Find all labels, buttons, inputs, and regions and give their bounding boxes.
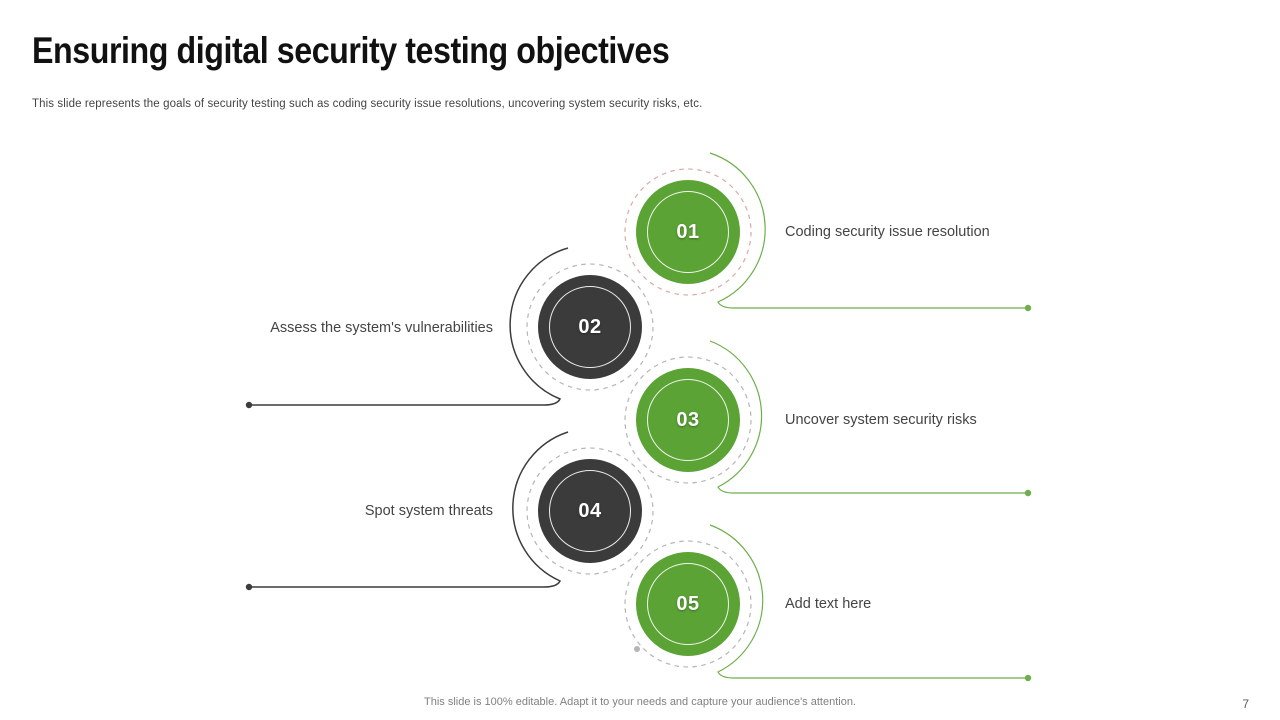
step-number-03: 03 xyxy=(676,408,700,431)
step-number-02: 02 xyxy=(578,315,602,338)
connector-04 xyxy=(249,431,569,588)
page-number: 7 xyxy=(1242,697,1249,711)
page-title: Ensuring digital security testing object… xyxy=(32,30,670,71)
step-label-04: Spot system threats xyxy=(364,503,493,519)
step-circle-03: 03 xyxy=(636,368,740,472)
connector-endpoint-02 xyxy=(245,401,253,409)
connector-endpoint-03 xyxy=(1024,489,1032,497)
connector-01 xyxy=(709,152,1028,309)
step-number-05: 05 xyxy=(676,592,700,615)
dashed-ring-03 xyxy=(624,356,752,484)
dashed-ring-05 xyxy=(624,540,752,668)
step-number-04: 04 xyxy=(578,499,602,522)
connector-endpoint-01 xyxy=(1024,304,1032,312)
step-label-03: Uncover system security risks xyxy=(785,412,977,428)
step-circle-05: 05 xyxy=(636,552,740,656)
step-circle-01: 01 xyxy=(636,180,740,284)
slide-subtitle: This slide represents the goals of secur… xyxy=(32,98,703,110)
dashed-ring-02 xyxy=(526,263,654,391)
connector-02 xyxy=(249,247,569,406)
connector-endpoint-04 xyxy=(245,583,253,591)
dashed-ring-01 xyxy=(624,168,752,296)
step-number-01: 01 xyxy=(676,220,700,243)
ring-start-dot-05 xyxy=(634,646,640,652)
connector-03 xyxy=(709,340,1028,494)
connector-05 xyxy=(709,524,1028,679)
dashed-ring-04 xyxy=(526,447,654,575)
footer-note: This slide is 100% editable. Adapt it to… xyxy=(424,696,856,708)
step-circle-02: 02 xyxy=(538,275,642,379)
step-label-02: Assess the system's vulnerabilities xyxy=(270,320,493,336)
step-label-05: Add text here xyxy=(785,596,872,612)
step-label-01: Coding security issue resolution xyxy=(785,224,990,240)
step-circle-04: 04 xyxy=(538,459,642,563)
connector-endpoint-05 xyxy=(1024,674,1032,682)
